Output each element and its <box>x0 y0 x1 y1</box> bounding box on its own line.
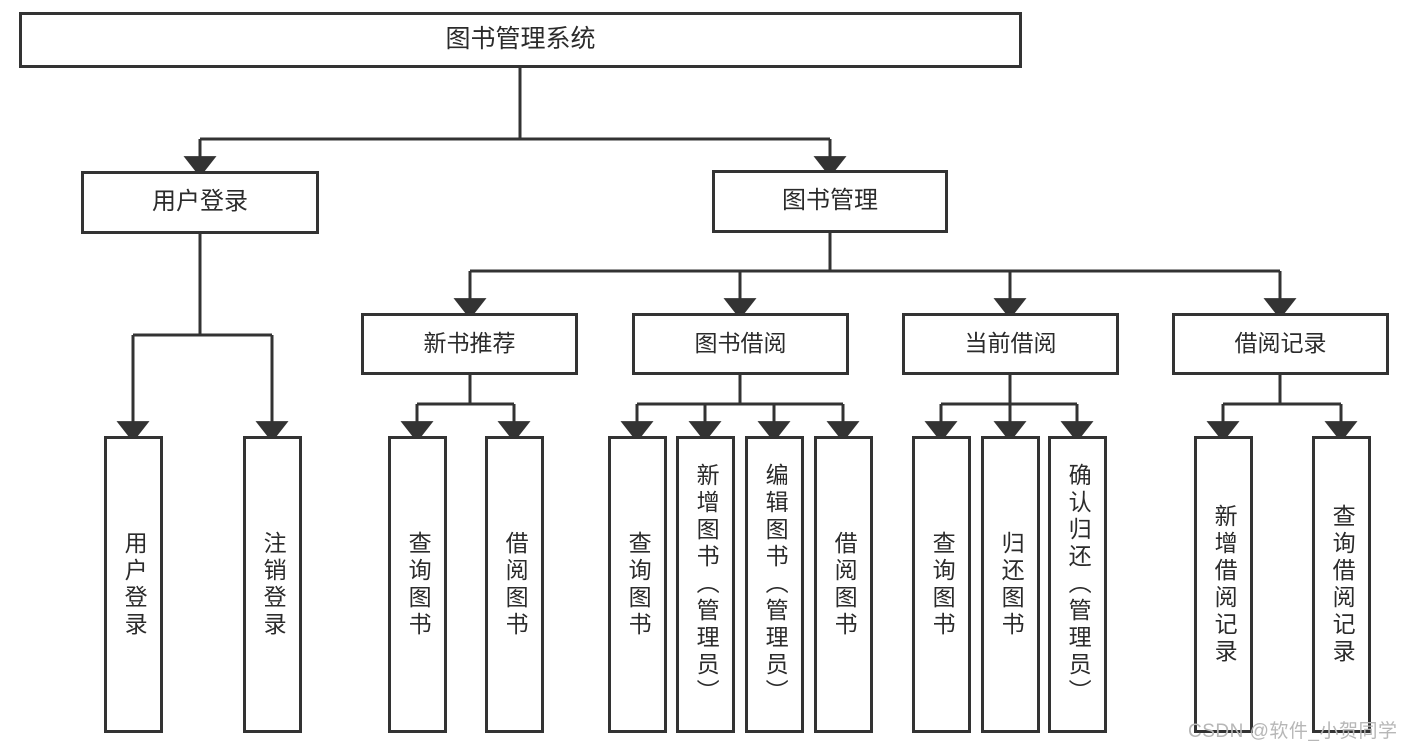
node-leaf-add-borrow-record[interactable]: 新增借阅记录 <box>1194 436 1253 733</box>
node-book-borrow[interactable]: 图书借阅 <box>632 313 849 375</box>
node-label: 新增借阅记录 <box>1211 503 1238 666</box>
csdn-watermark: CSDN @软件_小贺同学 <box>1188 721 1398 742</box>
node-borrow-record[interactable]: 借阅记录 <box>1172 313 1389 375</box>
node-label: 图书借阅 <box>694 330 787 357</box>
node-label: 确认归还（管理员） <box>1065 463 1092 706</box>
node-leaf-query-book-current[interactable]: 查询图书 <box>912 436 971 733</box>
node-label: 查询图书 <box>929 530 956 639</box>
node-new-book-recommend[interactable]: 新书推荐 <box>361 313 578 375</box>
node-leaf-return-book[interactable]: 归还图书 <box>981 436 1040 733</box>
node-book-management[interactable]: 图书管理 <box>712 170 948 233</box>
node-label: 借阅图书 <box>502 530 529 639</box>
node-leaf-confirm-return-admin[interactable]: 确认归还（管理员） <box>1048 436 1107 733</box>
node-leaf-edit-book-admin[interactable]: 编辑图书（管理员） <box>745 436 804 733</box>
node-leaf-logout-login[interactable]: 注销登录 <box>243 436 302 733</box>
node-leaf-query-book-borrow[interactable]: 查询图书 <box>608 436 667 733</box>
node-leaf-query-book-new-book[interactable]: 查询图书 <box>388 436 447 733</box>
node-label: 借阅图书 <box>831 530 858 639</box>
node-user-login[interactable]: 用户登录 <box>81 171 319 234</box>
node-leaf-add-book-admin[interactable]: 新增图书（管理员） <box>676 436 735 733</box>
node-leaf-borrow-book-borrow[interactable]: 借阅图书 <box>814 436 873 733</box>
node-label: 新书推荐 <box>423 330 516 357</box>
node-label: 注销登录 <box>260 530 287 639</box>
node-label: 图书管理系统 <box>445 25 596 54</box>
node-label: 查询图书 <box>625 530 652 639</box>
node-label: 新增图书（管理员） <box>693 463 720 706</box>
node-label: 查询图书 <box>405 530 432 639</box>
node-leaf-query-borrow-record[interactable]: 查询借阅记录 <box>1312 436 1371 733</box>
node-label: 用户登录 <box>152 188 248 216</box>
node-label: 用户登录 <box>121 530 148 639</box>
node-leaf-borrow-book-new-book[interactable]: 借阅图书 <box>485 436 544 733</box>
node-label: 当前借阅 <box>964 330 1057 357</box>
node-label: 图书管理 <box>782 187 878 215</box>
node-leaf-user-login[interactable]: 用户登录 <box>104 436 163 733</box>
node-label: 归还图书 <box>998 530 1025 639</box>
node-label: 查询借阅记录 <box>1329 503 1356 666</box>
node-label: 借阅记录 <box>1234 330 1327 357</box>
node-label: 编辑图书（管理员） <box>762 463 789 706</box>
node-root-book-management-system[interactable]: 图书管理系统 <box>19 12 1022 68</box>
node-current-borrow[interactable]: 当前借阅 <box>902 313 1119 375</box>
